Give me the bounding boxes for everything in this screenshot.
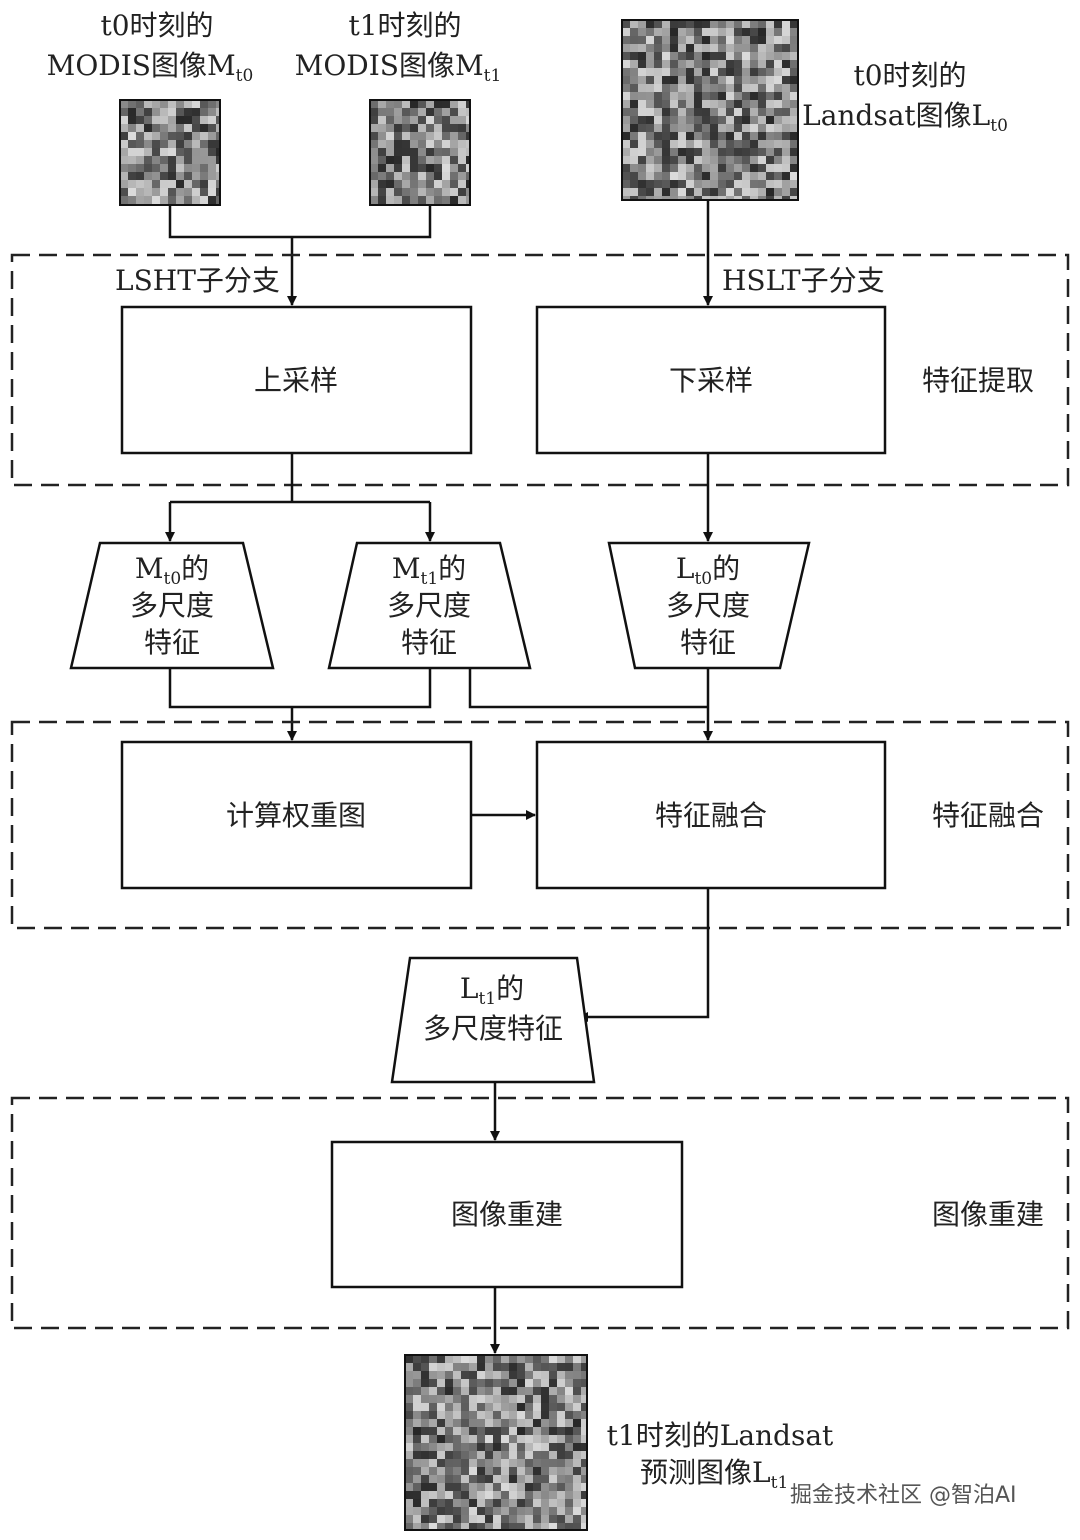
reconstruction-box	[330, 1140, 684, 1289]
upsample-box	[120, 305, 473, 455]
modis-t1-image	[369, 99, 471, 206]
landsat-t0-label-1: t0时刻的	[853, 59, 966, 92]
modis-t0-label-2: MODIS图像Mt0	[47, 49, 254, 86]
upsample-split-connector	[170, 453, 430, 504]
downsample-label: 下采样	[669, 364, 753, 397]
reconstruction-stage	[10, 1096, 1070, 1330]
feature-extraction-stage	[10, 253, 1070, 487]
lt0-label-3: 特征	[680, 626, 736, 659]
watermark: 掘金技术社区 @智泊AI	[790, 1483, 1017, 1508]
landsat-t0-image	[621, 19, 799, 201]
landsat-t0-label-2: Landsat图像Lt0	[802, 99, 1008, 136]
hslt-branch-label: HSLT子分支	[722, 264, 885, 297]
mt0-label-3: 特征	[144, 626, 200, 659]
reconstruction-stage-label: 图像重建	[932, 1198, 1044, 1231]
mt0-label-2: 多尺度	[130, 589, 214, 622]
upsample-label: 上采样	[254, 364, 338, 397]
lt0-label-1: Lt0的	[676, 552, 740, 589]
feature-fusion-stage-label: 特征融合	[932, 799, 1044, 832]
fusion-box	[535, 740, 887, 890]
downsample-box	[535, 305, 887, 455]
lt1-label-2: 多尺度特征	[423, 1012, 563, 1045]
feature-extraction-label: 特征提取	[922, 364, 1034, 397]
arrow-to-lt1	[578, 888, 710, 1022]
modis-merge-connector	[168, 205, 432, 239]
lt1-multiscale-features	[390, 956, 596, 1084]
mt1-label-3: 特征	[401, 626, 457, 659]
mt1-label-1: Mt1的	[392, 552, 466, 589]
mt1-label-2: 多尺度	[387, 589, 471, 622]
modis-t0-label-1: t0时刻的	[100, 9, 213, 42]
weight-map-label: 计算权重图	[226, 799, 366, 832]
mt1-to-fusion-connector	[468, 668, 708, 709]
m-features-merge-connector	[168, 668, 432, 709]
mt0-multiscale-features	[69, 541, 275, 670]
output-label-2: 预测图像Lt1	[640, 1456, 788, 1493]
modis-t1-label-1: t1时刻的	[348, 9, 461, 42]
lsht-branch-label: LSHT子分支	[115, 264, 280, 297]
modis-t0-image	[119, 99, 221, 206]
weight-map-box	[120, 740, 473, 890]
output-label-1: t1时刻的Landsat	[607, 1419, 834, 1452]
lt0-label-2: 多尺度	[666, 589, 750, 622]
lt0-multiscale-features	[607, 541, 811, 670]
reconstruction-box-label: 图像重建	[451, 1198, 563, 1231]
mt0-label-1: Mt0的	[135, 552, 209, 589]
mt1-multiscale-features	[327, 541, 532, 670]
landsat-t1-predicted-image	[404, 1354, 588, 1531]
lt1-label-1: Lt1的	[460, 972, 524, 1009]
fusion-label: 特征融合	[655, 799, 767, 832]
feature-fusion-stage	[10, 720, 1070, 930]
modis-t1-label-2: MODIS图像Mt1	[295, 49, 502, 86]
